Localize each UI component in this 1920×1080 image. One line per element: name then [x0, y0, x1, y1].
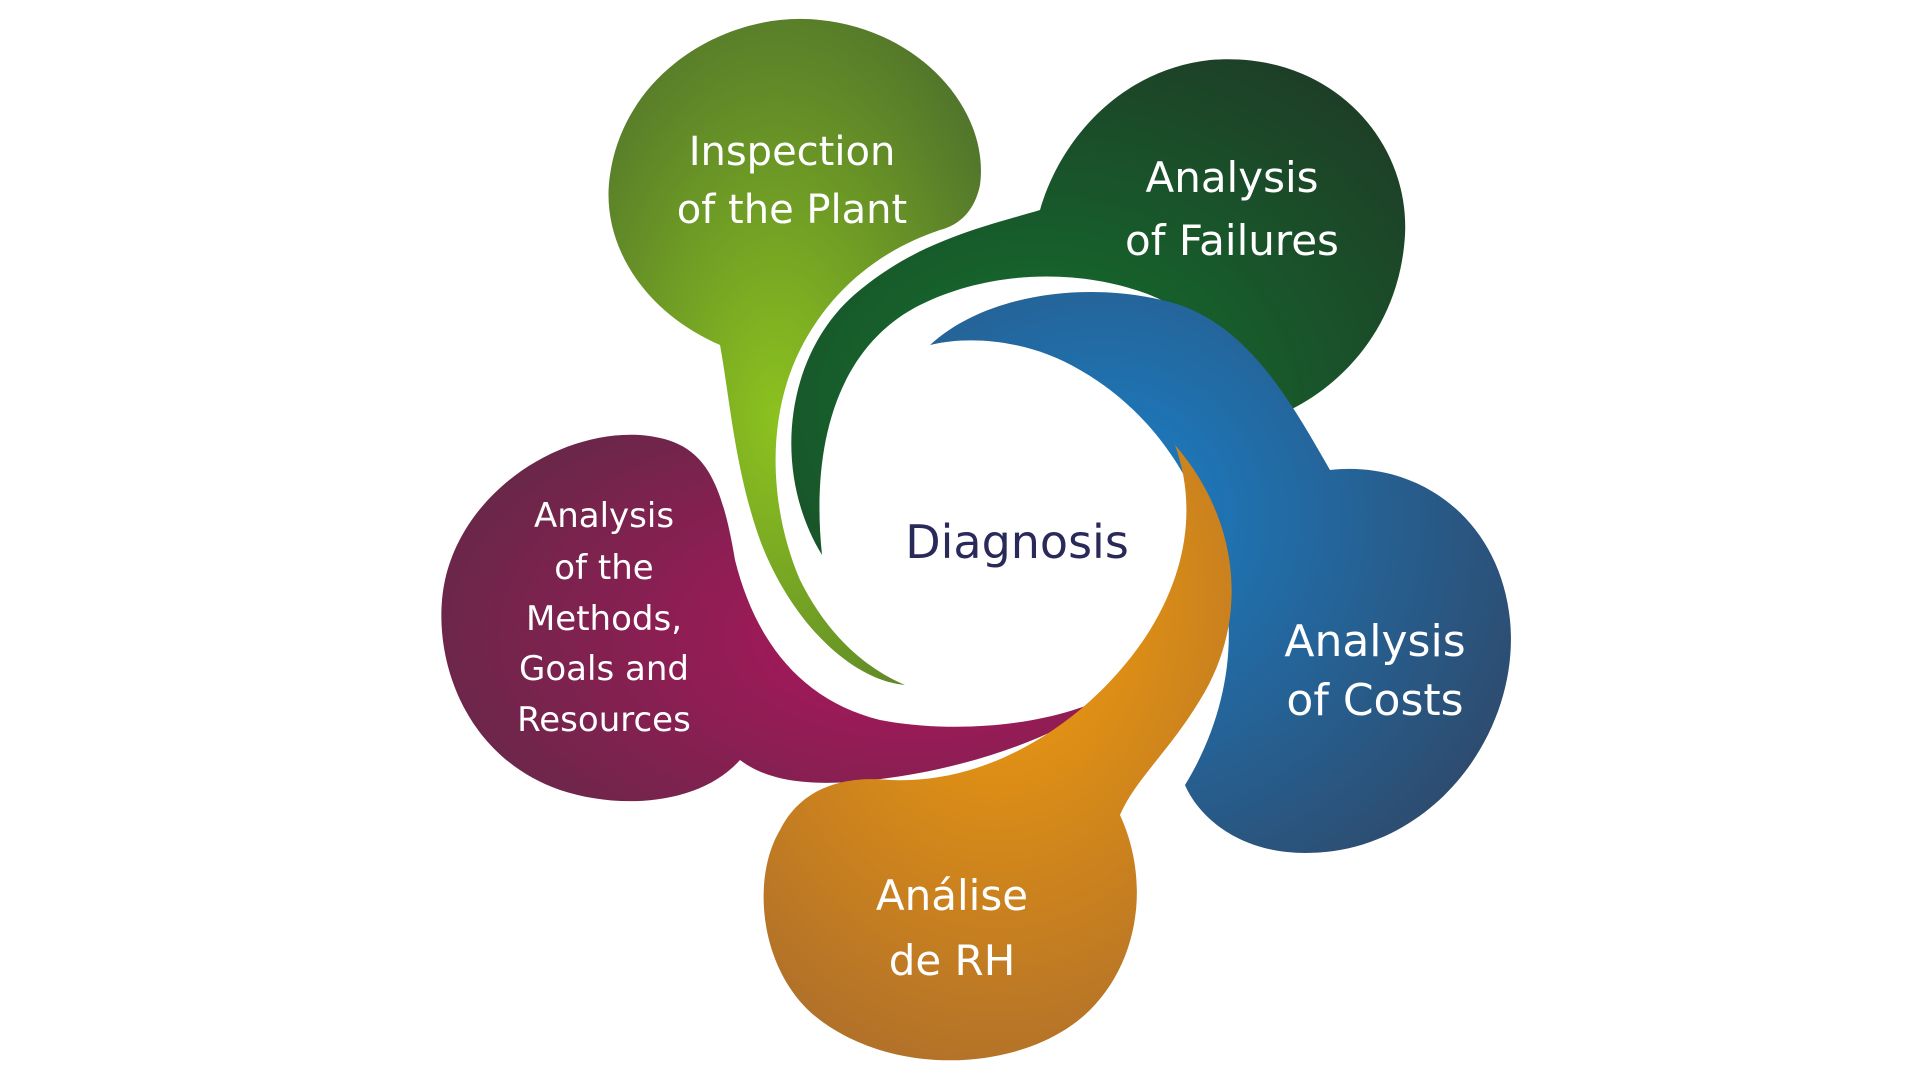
- label-inspection-line-2: of the Plant: [677, 187, 907, 233]
- label-methods: Analysis of the Methods, Goals and Resou…: [517, 496, 691, 740]
- label-methods-line-1: Analysis: [534, 496, 674, 536]
- label-costs: Analysis of Costs: [1284, 616, 1465, 726]
- petal-methods-goals-resources: [441, 434, 1120, 802]
- petal-methods-shape: [441, 434, 1120, 802]
- label-hr-line-1: Análise: [876, 871, 1028, 920]
- label-methods-line-2: of the: [554, 548, 653, 588]
- label-methods-line-5: Resources: [517, 700, 691, 740]
- label-hr: Análise de RH: [876, 871, 1028, 985]
- petal-inspection: [608, 18, 981, 686]
- label-inspection: Inspection of the Plant: [677, 129, 907, 233]
- petal-failures: [791, 59, 1406, 556]
- label-failures: Analysis of Failures: [1125, 153, 1339, 265]
- label-methods-line-3: Methods,: [526, 599, 682, 639]
- petal-failures-shape: [791, 59, 1406, 556]
- center-label-diagnosis: Diagnosis: [905, 515, 1129, 569]
- petal-costs-shape: [930, 292, 1511, 853]
- label-failures-line-1: Analysis: [1145, 153, 1318, 202]
- petal-hr-shape: [763, 445, 1232, 1061]
- label-failures-line-2: of Failures: [1125, 216, 1339, 265]
- petal-inspection-shape: [608, 18, 981, 686]
- petal-costs: [930, 292, 1511, 853]
- label-costs-line-1: Analysis: [1284, 616, 1465, 667]
- label-inspection-line-1: Inspection: [689, 129, 896, 175]
- label-hr-line-2: de RH: [889, 936, 1016, 985]
- label-methods-line-4: Goals and: [519, 649, 689, 689]
- label-costs-line-2: of Costs: [1286, 675, 1463, 726]
- petal-hr: [763, 445, 1232, 1061]
